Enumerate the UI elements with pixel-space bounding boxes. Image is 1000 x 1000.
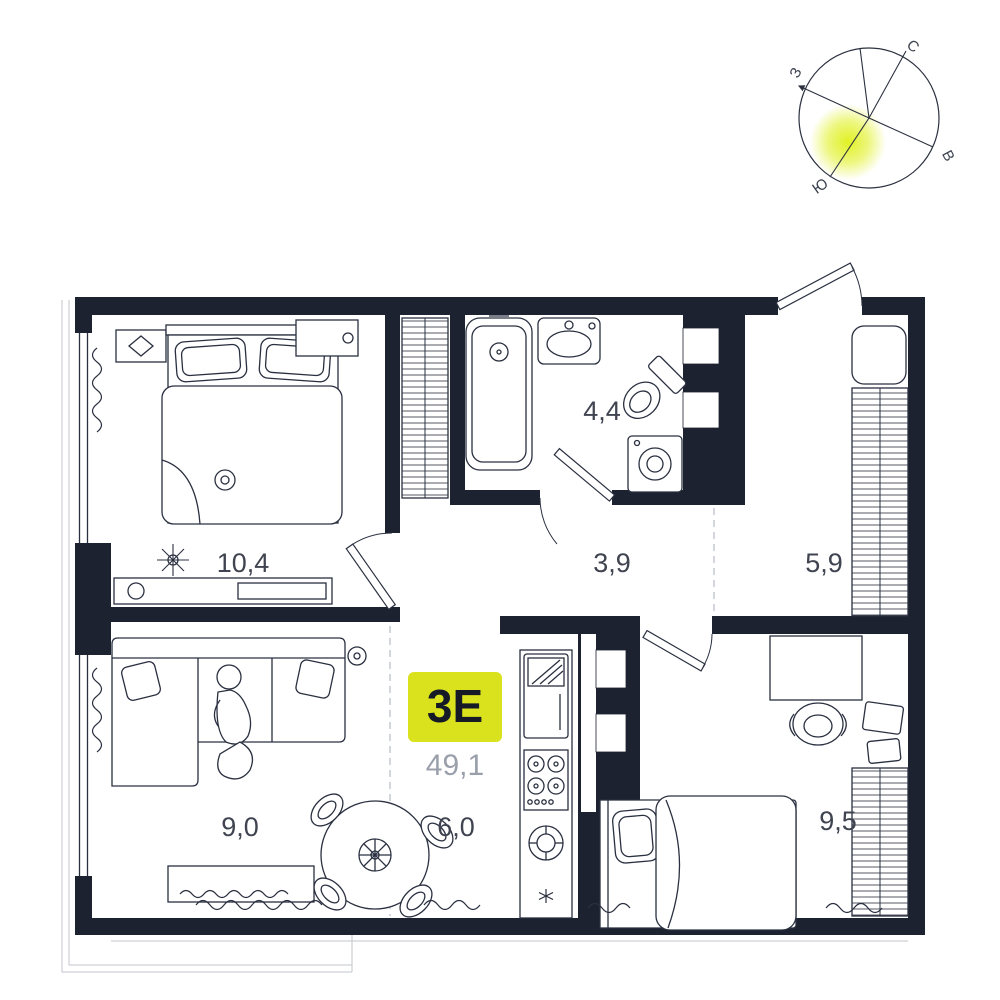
room-kitchen (310, 649, 573, 919)
wall-left-pier (75, 543, 111, 655)
room-bathroom (465, 315, 687, 493)
wall-top-right (862, 297, 925, 315)
fridge (523, 653, 569, 739)
walls (75, 297, 925, 935)
entry-cabinet (851, 325, 907, 385)
duct-notches (595, 327, 720, 753)
dresser-long-inner (237, 582, 327, 600)
tv-stand (167, 865, 315, 903)
bathroom-sink (537, 317, 601, 365)
kitchen-counter (519, 649, 573, 919)
table-plant (358, 838, 392, 872)
table-lamp (127, 582, 145, 600)
wall-bottom (75, 918, 925, 935)
total-area-label: 49,1 (426, 749, 484, 782)
area-label-entry: 5,9 (805, 548, 843, 578)
single-bed (599, 795, 797, 931)
laptop (861, 701, 905, 735)
wall-kitchen-bedroom (578, 812, 600, 918)
entrance-door (775, 262, 863, 311)
kitchen-sink (528, 825, 564, 861)
wall-left-top (75, 297, 92, 333)
bed-blanket-second (655, 795, 797, 931)
washing-machine (627, 435, 683, 493)
area-label-kitchen: 6,0 (437, 812, 475, 842)
nightstand-decor (127, 335, 155, 357)
area-labels: 10,4 4,4 3,9 5,9 9,0 6,0 9,5 (217, 396, 857, 842)
area-label-bedroom-main: 10,4 (217, 548, 270, 578)
compass-spokes (797, 47, 934, 178)
extract-symbol (538, 889, 554, 903)
kitchen-counter-back (578, 634, 581, 812)
entry-wardrobe (851, 387, 909, 617)
sofa-pillow (295, 659, 335, 699)
bathtub (465, 315, 533, 471)
windows (78, 333, 89, 876)
wall-entry-bedroom (712, 616, 925, 634)
compass-label-north: С (903, 36, 922, 56)
compass-label-south: Ю (809, 175, 831, 198)
room-bedroom-second (599, 635, 909, 931)
wall-bedroom-living (92, 607, 400, 622)
desk (769, 635, 905, 764)
doors (345, 262, 863, 672)
room-entry (851, 325, 909, 617)
sofa-pillow (121, 661, 161, 701)
area-label-bedroom-second: 9,5 (819, 806, 857, 836)
wall-hall-kitchen (500, 616, 640, 634)
stove (523, 749, 569, 811)
bedroom-second-wardrobe (851, 767, 909, 917)
area-label-living: 9,0 (221, 812, 259, 842)
compass-glow (810, 104, 886, 180)
compass-rose: С В Ю З (786, 36, 957, 197)
bathroom-door (539, 447, 616, 545)
desk-chair (789, 702, 847, 746)
area-label-hallway: 3,9 (593, 548, 631, 578)
bedroom-second-door (642, 629, 713, 672)
toilet (622, 355, 687, 420)
dining-table (310, 793, 454, 918)
bedroom-main-door (345, 532, 397, 611)
bed-blanket (161, 385, 343, 525)
notebook (866, 738, 902, 764)
room-living (111, 637, 367, 903)
apartment-type-label: 3Е (427, 680, 483, 732)
floor-lamp (347, 646, 367, 666)
wall-bathroom-bottom-left (450, 490, 540, 505)
wall-bedroom-main (385, 315, 400, 533)
compass-label-east: В (938, 147, 958, 164)
flower-vase (157, 544, 189, 576)
person-on-sofa (213, 664, 254, 780)
dresser-knob (342, 332, 354, 344)
dining-chairs (310, 793, 454, 918)
badge-background (408, 672, 502, 742)
apartment-type-badge: 3Е 49,1 (408, 672, 502, 782)
room-bedroom-main (113, 319, 359, 605)
wall-top-left (75, 297, 778, 315)
wall-bathroom-left (450, 315, 465, 505)
bed-pillows (174, 337, 332, 383)
facade-lines (61, 300, 908, 973)
wardrobe-main (401, 317, 449, 499)
compass-west-arrow (797, 85, 870, 119)
curtains (91, 347, 883, 914)
compass-circle (798, 47, 940, 189)
compass-label-west: З (786, 65, 805, 81)
area-label-bathroom: 4,4 (583, 396, 621, 426)
